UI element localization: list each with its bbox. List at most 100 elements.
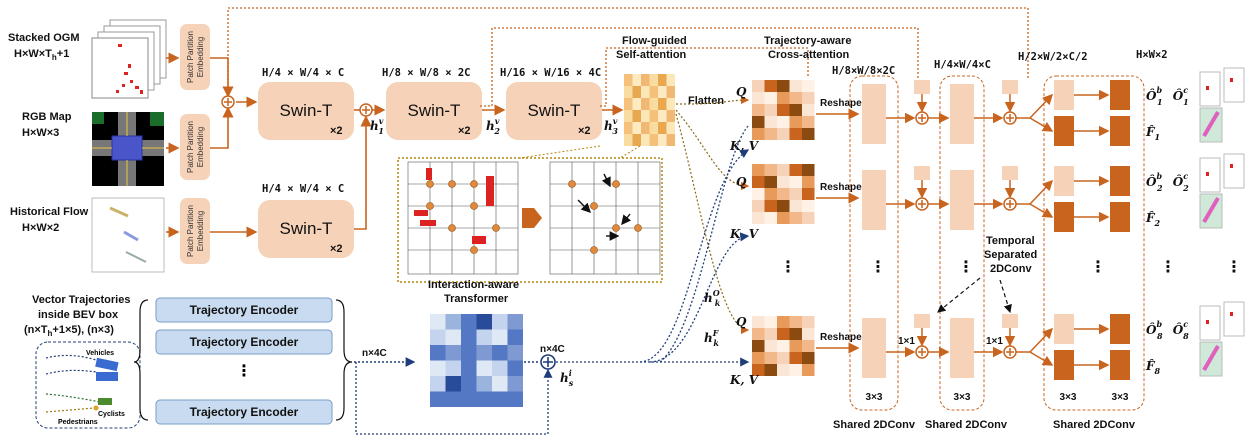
head-block [1054, 80, 1074, 110]
attention-cell [802, 316, 815, 328]
arrow [1016, 327, 1054, 353]
occupancy-map-thumb [1199, 305, 1221, 341]
attention-cell [789, 92, 802, 104]
svg-text:Patch Partition: Patch Partition [186, 31, 195, 83]
attention-cell [624, 122, 633, 134]
attention-cell [666, 134, 675, 146]
attention-cell [624, 74, 633, 86]
conv-block-small [914, 80, 930, 94]
svg-text:K, V: K, V [729, 227, 760, 241]
conv-block [862, 84, 886, 144]
attention-cell [764, 212, 777, 224]
interaction-cell [492, 329, 508, 345]
flow-guided-self-attention: Flow-guided Self-attention Flatten [616, 35, 724, 146]
n4c-label-1: n×4C [362, 348, 387, 359]
occupancy-map-thumb [1223, 301, 1245, 337]
interaction-cell [430, 314, 446, 330]
attention-cell [764, 116, 777, 128]
conv-block-small [1002, 166, 1018, 180]
swin-block-3: H/16 × W/16 × 4C Swin-T ×2 [500, 67, 602, 140]
interaction-cell [461, 391, 477, 407]
interaction-cell [461, 345, 477, 361]
attention-cell [649, 134, 658, 146]
attention-cell [802, 164, 815, 176]
arrow [1016, 93, 1054, 119]
svg-text:1×1: 1×1 [986, 336, 1003, 347]
interaction-cell [430, 376, 446, 392]
attention-cell [777, 176, 790, 188]
trajectory-encoder: Trajectory Encoder [155, 399, 333, 425]
svg-text:3×3: 3×3 [1112, 392, 1129, 403]
attention-cell [649, 98, 658, 110]
svg-text:Patch Partition: Patch Partition [186, 121, 195, 173]
plus-icon [918, 114, 926, 122]
patch-embedding-3: Patch Partition Embedding [180, 198, 210, 264]
attention-cell [777, 316, 790, 328]
occupancy-mark [1206, 86, 1209, 90]
svg-text:Cyclists: Cyclists [98, 411, 125, 418]
interaction-cell [507, 376, 523, 392]
attention-cell [658, 86, 667, 98]
attention-cell [802, 128, 815, 140]
occupancy-mark [1206, 320, 1209, 324]
attention-cell [789, 340, 802, 352]
svg-text:H/4 × W/4 × C: H/4 × W/4 × C [262, 67, 344, 79]
interaction-cell [492, 391, 508, 407]
attention-cell [764, 200, 777, 212]
output-block [1110, 166, 1130, 196]
attention-cell [789, 116, 802, 128]
attention-cell [789, 164, 802, 176]
output-block [1110, 202, 1130, 232]
interaction-cell [461, 376, 477, 392]
occupancy-map-thumb [1223, 67, 1245, 103]
attention-cell [632, 110, 641, 122]
attention-cell [649, 110, 658, 122]
arrow [1029, 351, 1054, 366]
swin-block-2: H/8 × W/8 × 2C Swin-T ×2 [382, 67, 482, 140]
encoder-label: Trajectory Encoder [190, 335, 299, 349]
svg-text:Temporal: Temporal [986, 235, 1035, 247]
attention-cell [764, 176, 777, 188]
dec-dim-2: H/2×W/2×C/2 [1018, 51, 1088, 63]
attention-cell [764, 364, 777, 376]
attention-cell [777, 200, 790, 212]
attention-cell [641, 122, 650, 134]
interaction-cell [461, 360, 477, 376]
attention-cell [641, 98, 650, 110]
input-stacked-ogm: Stacked OGM H×W×Th+1 [8, 19, 167, 99]
svg-text:Separated: Separated [984, 249, 1037, 261]
svg-text:⋮: ⋮ [958, 259, 974, 276]
attention-cell [789, 328, 802, 340]
attention-cell [777, 212, 790, 224]
attention-cell [624, 98, 633, 110]
interaction-cell [430, 391, 446, 407]
interaction-cell [445, 391, 461, 407]
input-rgb-map: RGB Map H×W×3 [22, 111, 164, 186]
input-historical-flow: Historical Flow H×W×2 [10, 197, 165, 273]
svg-text:H/8 × W/8 × 2C: H/8 × W/8 × 2C [382, 67, 471, 79]
plus-icon [918, 200, 926, 208]
attention-cell [764, 316, 777, 328]
svg-text:Reshape: Reshape [820, 332, 862, 343]
flow-output-label: F̂8 [1145, 358, 1161, 376]
patch-embedding-2: Patch Partition Embedding [180, 114, 210, 180]
dec-dim-4: H/4×W/4×C [934, 59, 991, 71]
attention-cell [666, 110, 675, 122]
attention-cell [789, 316, 802, 328]
svg-text:3×3: 3×3 [954, 392, 971, 403]
dec-dim-out: H×W×2 [1136, 49, 1168, 61]
attention-cell [752, 80, 765, 92]
svg-text:Cross-attention: Cross-attention [768, 49, 850, 61]
interaction-cell [507, 360, 523, 376]
attention-cell [752, 316, 765, 328]
occupancy-mark [1230, 312, 1233, 316]
swin-block-flow: H/4 × W/4 × C Swin-T ×2 [258, 183, 354, 258]
attention-cell [666, 74, 675, 86]
attention-cell [764, 328, 777, 340]
attention-cell [802, 340, 815, 352]
svg-text:Vehicles: Vehicles [86, 350, 114, 357]
